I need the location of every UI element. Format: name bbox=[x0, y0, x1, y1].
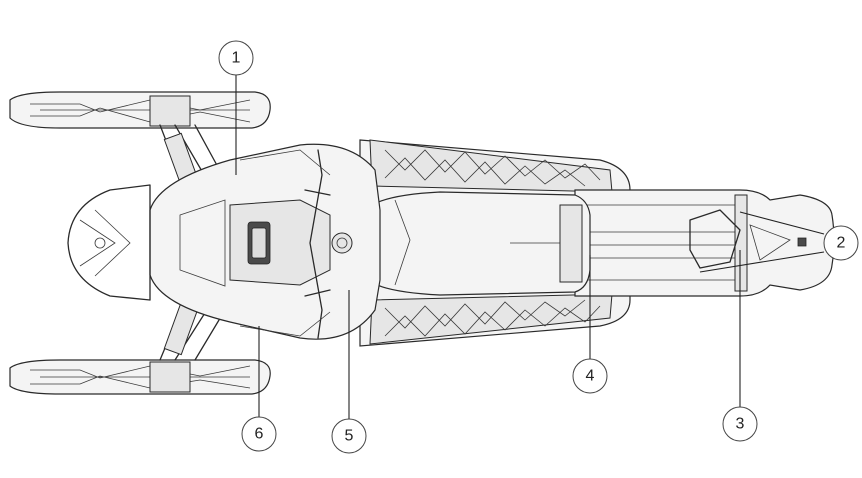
callout-3: 3 bbox=[722, 406, 758, 442]
callout-4-label: 4 bbox=[586, 368, 595, 385]
callout-4: 4 bbox=[572, 358, 608, 394]
callout-6: 6 bbox=[241, 416, 277, 452]
callout-1: 1 bbox=[218, 40, 254, 76]
callout-5: 5 bbox=[331, 418, 367, 454]
leader-2b bbox=[699, 251, 825, 273]
callout-3-label: 3 bbox=[736, 416, 745, 433]
rear-rack bbox=[574, 189, 835, 297]
upper-ski bbox=[9, 91, 271, 129]
callout-2: 2 bbox=[823, 225, 859, 261]
lower-ski bbox=[9, 359, 271, 395]
callout-2-label: 2 bbox=[837, 235, 846, 252]
hood-body bbox=[67, 143, 381, 340]
seat bbox=[364, 191, 591, 296]
leader-2a bbox=[739, 211, 825, 235]
leader-lines bbox=[235, 70, 825, 420]
callout-5-label: 5 bbox=[345, 428, 354, 445]
callout-1-label: 1 bbox=[232, 50, 241, 67]
callout-6-label: 6 bbox=[255, 426, 264, 443]
